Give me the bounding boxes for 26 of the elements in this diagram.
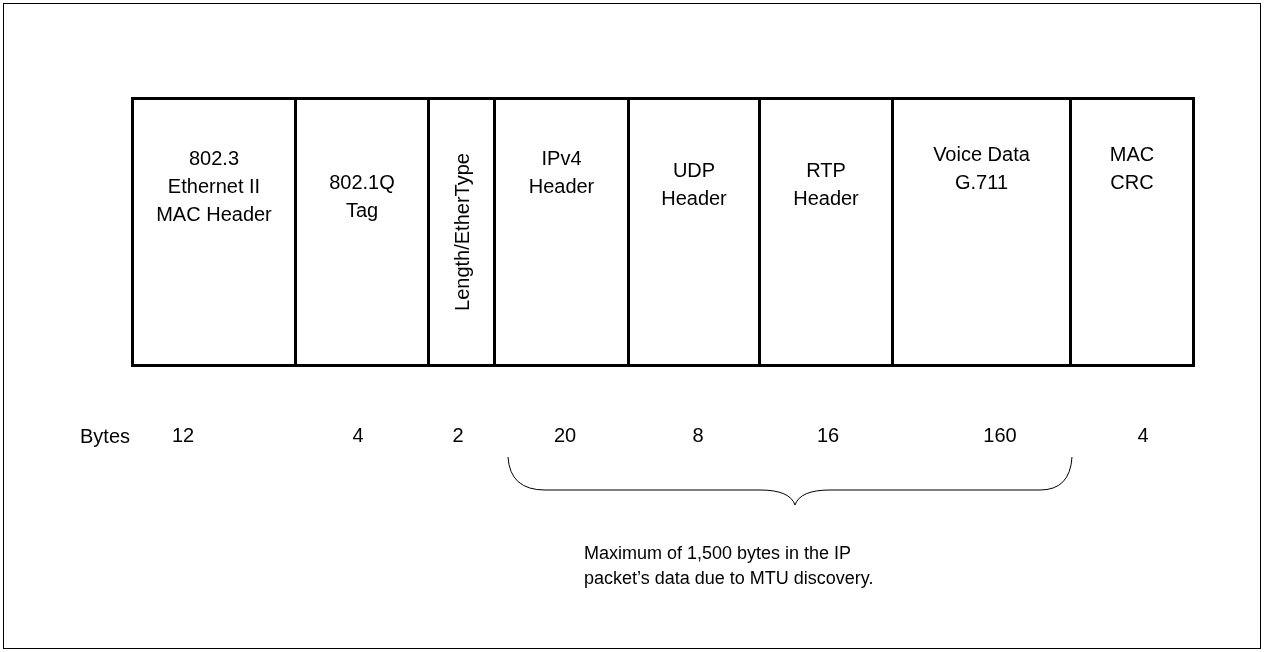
- field-name: 802.1Q Tag: [328, 170, 396, 223]
- byte-count: 4: [352, 424, 364, 447]
- field-name: UDP Header: [660, 158, 728, 211]
- field-name: 802.3 Ethernet II MAC Header: [155, 146, 273, 227]
- frame-field-box: [758, 97, 894, 367]
- byte-count: 12: [171, 424, 195, 447]
- frame-field-box: [427, 97, 496, 367]
- field-name: RTP Header: [792, 158, 860, 211]
- frame-field-box: [294, 97, 430, 367]
- field-name: Length/EtherType: [449, 153, 474, 311]
- byte-count: 2: [452, 424, 464, 447]
- field-name: MAC CRC: [1108, 142, 1156, 195]
- frame-field-box: [493, 97, 630, 367]
- byte-count: 4: [1137, 424, 1149, 447]
- field-name: IPv4 Header: [527, 146, 596, 199]
- byte-count: 16: [816, 424, 840, 447]
- frame-field-box: [1069, 97, 1195, 367]
- field-name: Voice Data G.711: [932, 142, 1031, 195]
- frame-field-box: [627, 97, 761, 367]
- frame-field-box: [891, 97, 1072, 367]
- byte-count: 160: [983, 424, 1017, 447]
- bytes-heading: Bytes: [80, 424, 131, 449]
- byte-count: 20: [553, 424, 577, 447]
- note-text: Maximum of 1,500 bytes in the IP packet’s data due to MTU discovery.: [584, 542, 875, 590]
- frame-field-box: [131, 97, 297, 367]
- byte-count: 8: [692, 424, 704, 447]
